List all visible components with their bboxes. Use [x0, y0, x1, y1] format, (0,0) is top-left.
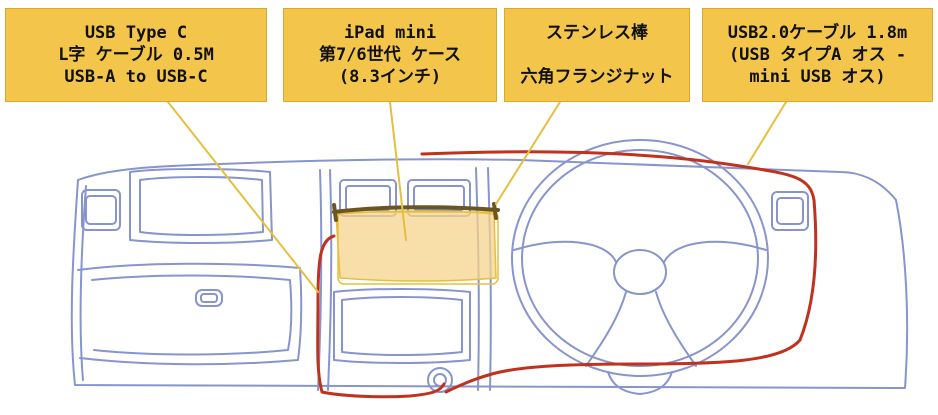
label-ipad-line1: iPad mini — [343, 23, 437, 43]
leader-lines — [167, 101, 787, 293]
label-usbc-line2: L字 ケーブル 0.5M — [58, 45, 214, 65]
label-rod-line1: ステンレス棒 — [546, 23, 648, 43]
label-usb20-line1: USB2.0ケーブル 1.8m — [727, 23, 908, 43]
label-usbc-line3: USB-A to USB-C — [64, 67, 208, 87]
ipad-highlight — [335, 210, 497, 282]
label-ipad-case: iPad mini 第7/6世代 ケース (8.3インチ) — [283, 8, 497, 102]
label-stainless-rod: ステンレス棒 六角フランジナット — [504, 8, 690, 102]
leader-ipad — [389, 101, 407, 241]
label-usb-c-cable: USB Type C L字 ケーブル 0.5M USB-A to USB-C — [5, 8, 267, 102]
label-usb20-line2: (USB タイプA オス - — [728, 45, 907, 65]
stainless-rod — [332, 205, 500, 214]
label-ipad-line3: (8.3インチ) — [338, 67, 442, 87]
usb-c-cable — [316, 234, 446, 399]
leader-usbc — [167, 101, 319, 293]
label-usbc-line1: USB Type C — [84, 23, 188, 43]
label-ipad-line2: 第7/6世代 ケース — [318, 45, 462, 65]
ipad-outline — [337, 211, 499, 285]
rod-end-right — [492, 202, 498, 220]
label-rod-line2: 六角フランジナット — [520, 67, 674, 87]
rod-end-left — [332, 203, 338, 222]
usb20-cable — [420, 150, 818, 394]
leader-usb20 — [747, 101, 787, 165]
leader-rod — [495, 101, 561, 205]
label-usb20-cable: USB2.0ケーブル 1.8m (USB タイプA オス - mini USB … — [702, 8, 933, 102]
label-usb20-line3: mini USB オス) — [749, 67, 886, 87]
